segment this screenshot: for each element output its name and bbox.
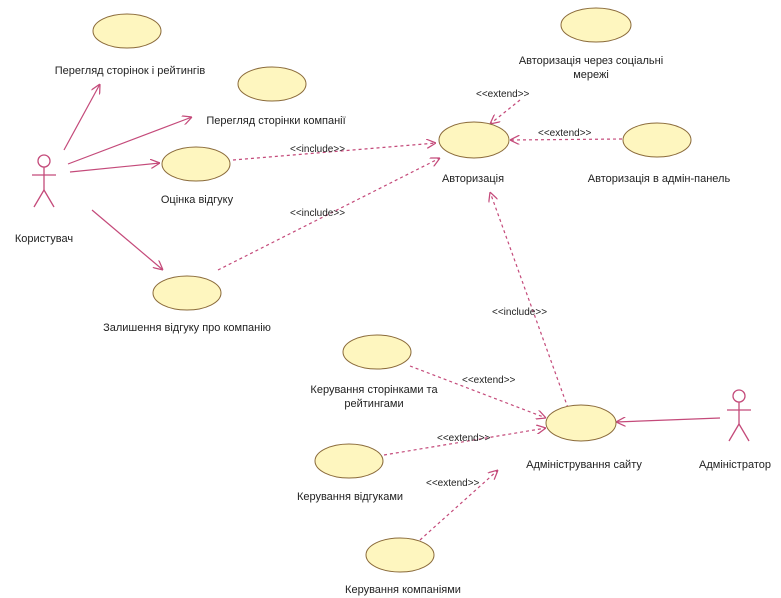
label-view-pages: Перегляд сторінок і рейтингів <box>55 65 206 77</box>
label-auth-admin: Авторизація в адмін-панель <box>588 173 731 185</box>
use-cases <box>92 7 692 573</box>
label-site-admin: Адміністрування сайту <box>526 459 642 471</box>
label-manage-pages-line2: рейтингами <box>344 398 403 410</box>
actor-user: Користувач <box>15 154 73 245</box>
label-rate-review: Оцінка відгуку <box>161 194 234 206</box>
use-case-view-company <box>237 66 307 102</box>
assoc-admin-site-admin <box>616 418 721 422</box>
assoc-user-rate-review <box>69 163 160 173</box>
actor-admin-label: Адміністратор <box>699 459 771 471</box>
use-case-auth <box>438 121 510 159</box>
use-case-site-admin <box>545 404 617 442</box>
dependencies <box>217 99 623 541</box>
actor-user-figure-icon <box>32 154 56 208</box>
include-label-site-admin: <<include>> <box>492 307 547 318</box>
extend-label-manage-companies: <<extend>> <box>426 478 480 489</box>
use-case-rate-review <box>161 146 231 182</box>
use-case-labels: Перегляд сторінок і рейтингів Перегляд с… <box>55 55 731 596</box>
extend-label-social: <<extend>> <box>476 89 530 100</box>
use-case-auth-admin <box>622 122 692 158</box>
label-manage-reviews: Керування відгуками <box>297 491 403 503</box>
extend-label-admin-panel: <<extend>> <box>538 128 592 139</box>
extend-label-manage-reviews: <<extend>> <box>437 433 491 444</box>
use-case-auth-social <box>560 7 632 43</box>
label-leave-review: Залишення відгуку про компанію <box>103 322 271 334</box>
use-case-manage-companies <box>365 537 435 573</box>
label-manage-companies: Керування компаніями <box>345 584 461 596</box>
include-rate-review-auth <box>232 143 436 161</box>
include-label-2: <<include>> <box>290 208 345 219</box>
extend-admin-panel-auth <box>510 139 623 140</box>
label-manage-pages-line1: Керування сторінками та <box>310 384 438 396</box>
label-auth-social-line2: мережі <box>573 69 609 81</box>
relation-labels: <<include>> <<include>> <<extend>> <<ext… <box>290 89 592 489</box>
assoc-user-view-pages <box>63 84 100 151</box>
use-case-manage-pages <box>342 334 412 370</box>
use-case-manage-reviews <box>314 443 384 479</box>
actor-user-label: Користувач <box>15 233 73 245</box>
associations <box>63 84 721 422</box>
include-label-1: <<include>> <box>290 144 345 155</box>
extend-label-manage-pages: <<extend>> <box>462 375 516 386</box>
use-case-view-pages <box>92 13 162 49</box>
include-site-admin-auth <box>490 192 569 409</box>
label-auth-social-line1: Авторизація через соціальні <box>519 55 663 67</box>
use-case-leave-review <box>152 275 222 311</box>
assoc-user-view-company <box>67 117 192 165</box>
assoc-user-leave-review <box>91 209 163 270</box>
extend-social-auth <box>490 99 521 124</box>
actor-admin-figure-icon <box>727 389 751 442</box>
extend-manage-pages <box>409 365 546 418</box>
label-auth: Авторизація <box>442 173 504 185</box>
label-view-company: Перегляд сторінки компанії <box>206 115 345 127</box>
actor-admin: Адміністратор <box>699 389 771 471</box>
